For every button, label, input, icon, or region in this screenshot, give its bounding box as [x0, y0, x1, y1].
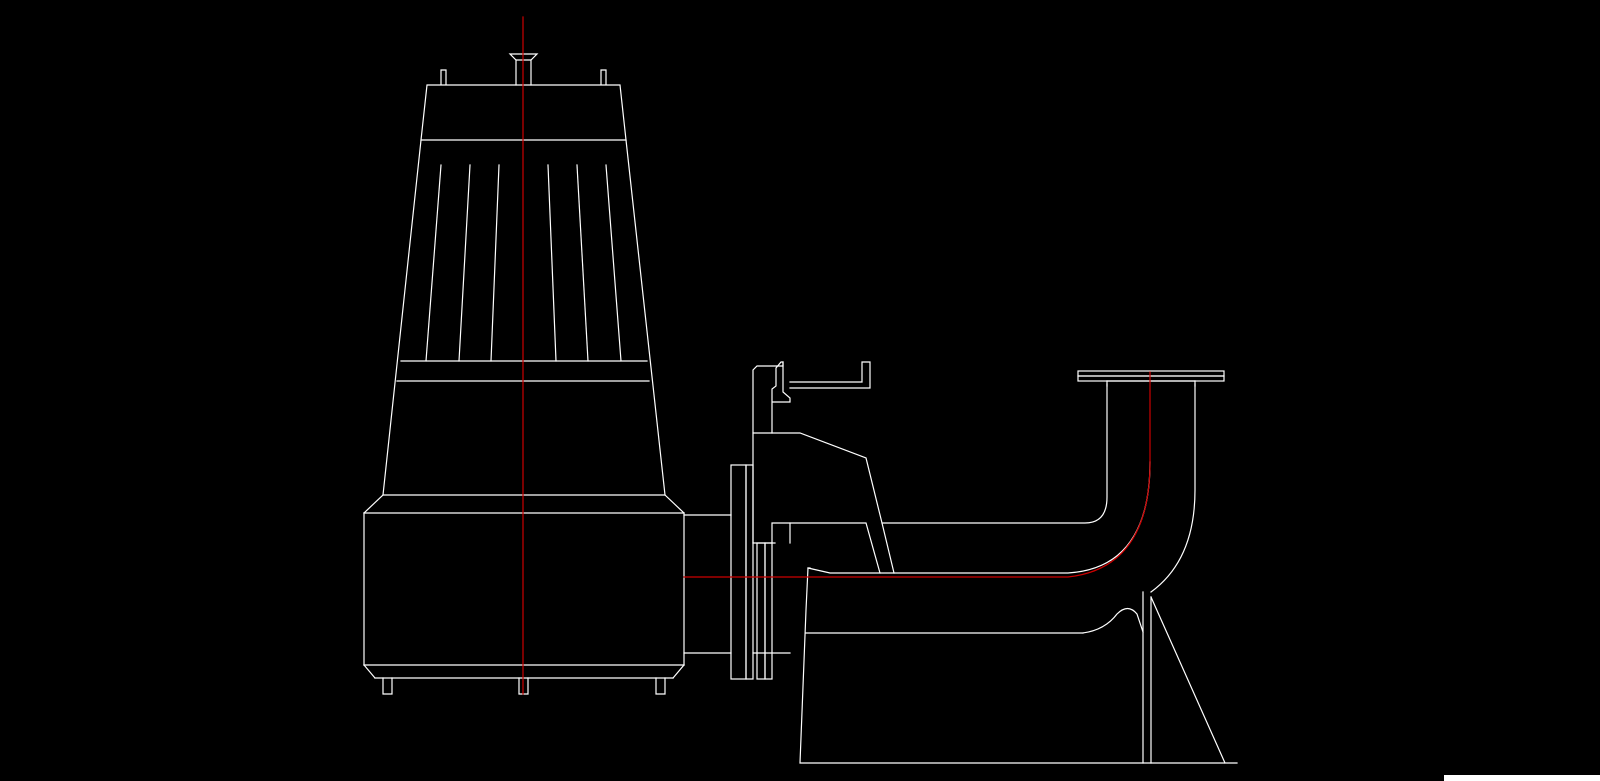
cooling-fin	[576, 164, 589, 362]
horizontal-centerline	[683, 371, 1151, 578]
base-stand	[799, 567, 1238, 764]
cooling-fins-section	[382, 139, 666, 496]
outlet-flange	[1077, 370, 1225, 387]
cooling-fin	[605, 164, 622, 362]
support-feet	[382, 677, 666, 695]
cooling-fin	[458, 164, 471, 362]
cooling-fin	[547, 164, 557, 362]
cooling-fin	[425, 164, 442, 362]
centerlines	[522, 16, 1151, 695]
lifting-eye	[508, 53, 539, 86]
motor-collar	[363, 494, 685, 514]
top-bolts	[440, 69, 607, 85]
pump-casing	[363, 512, 685, 679]
coupling-hook	[752, 361, 895, 574]
discharge-flange	[683, 464, 791, 680]
cooling-fin	[490, 164, 500, 362]
status-bar-corner	[1444, 775, 1600, 781]
